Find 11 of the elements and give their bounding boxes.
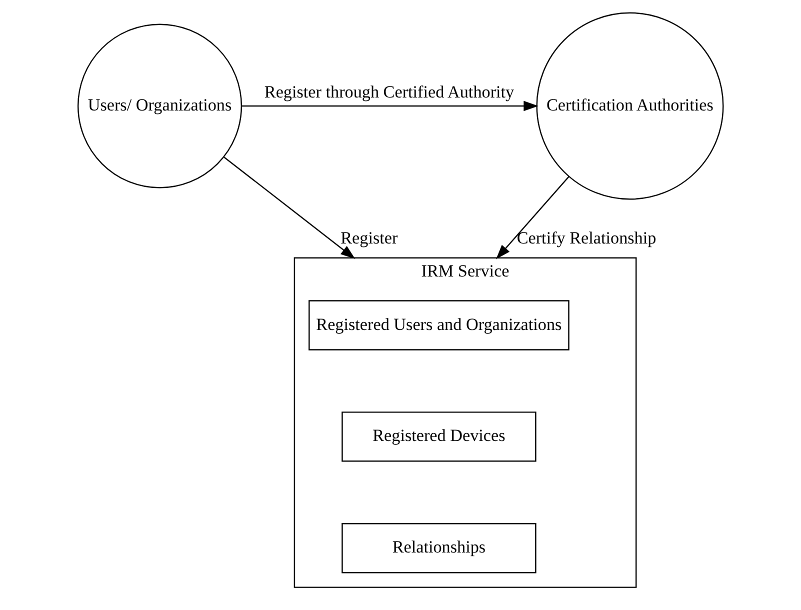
node-box: Registered Devices [342,412,536,462]
node-box: Relationships [342,523,536,574]
edge-label: Register through Certified Authority [264,82,514,102]
arrow [224,156,356,260]
arrow [496,176,570,260]
node-box: Registered Users and Organizations [308,300,570,350]
edge-label: Register [340,228,398,248]
node-circle: Certification Authorities [536,12,724,200]
edge-label: Certify Relationship [516,228,656,248]
node-circle: Users/ Organizations [77,24,242,188]
arrow [242,100,538,112]
